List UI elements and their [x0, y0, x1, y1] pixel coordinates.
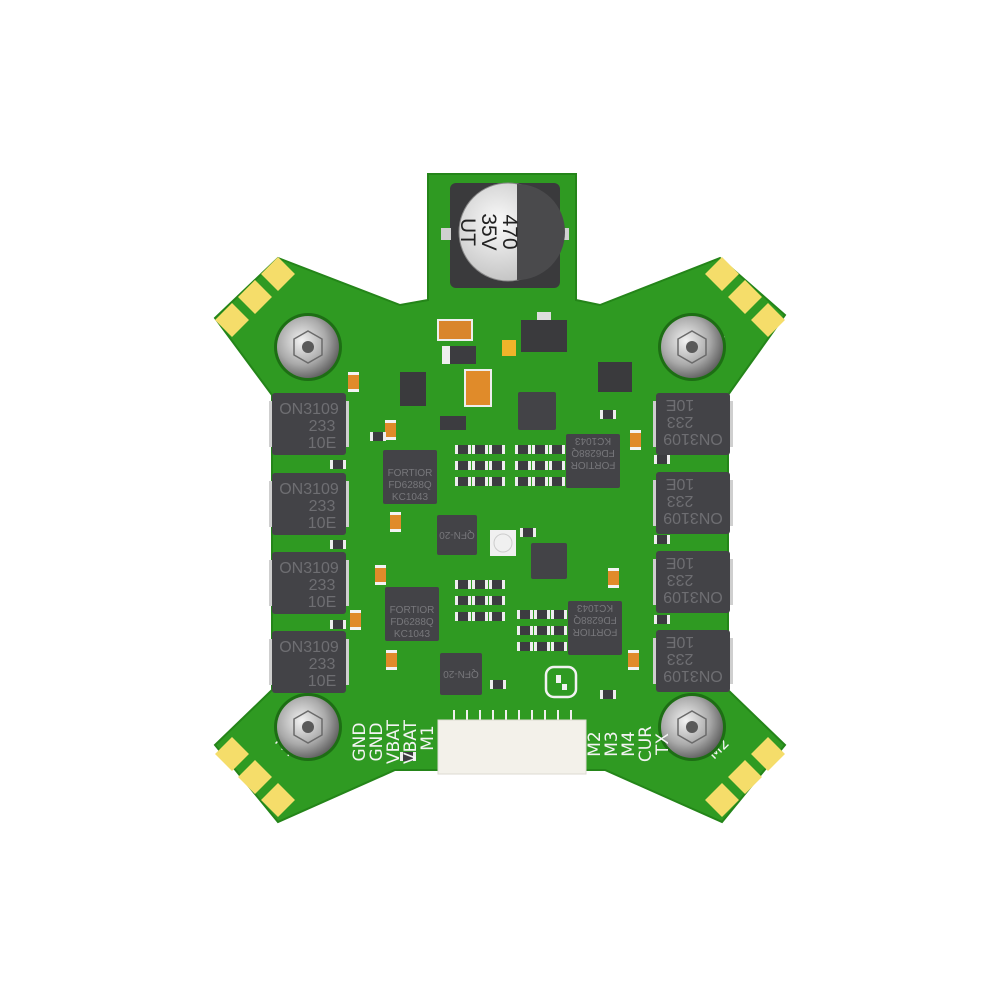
- svg-text:10E: 10E: [666, 396, 694, 413]
- svg-text:FD6288Q: FD6288Q: [573, 614, 617, 625]
- capacitor-series: UT: [456, 218, 479, 246]
- svg-text:10E: 10E: [666, 554, 694, 571]
- svg-text:TX: TX: [653, 733, 673, 756]
- svg-text:233: 233: [667, 650, 694, 667]
- svg-text:M2: M2: [585, 731, 605, 756]
- svg-text:FD6288Q: FD6288Q: [571, 447, 615, 458]
- gate-driver-4: FORTIOR FD6288Q KC1043: [568, 601, 622, 655]
- gate-driver-2: FORTIOR FD6288Q KC1043: [385, 587, 439, 641]
- svg-text:10E: 10E: [308, 594, 336, 611]
- motor-pads-m1: [705, 257, 785, 337]
- mosfet-right-1: ON3109 233 10E: [653, 393, 733, 455]
- svg-text:GND: GND: [350, 723, 370, 762]
- motor-pads-m3: [215, 257, 295, 337]
- connector-labels-right: M2 M3 M4 CUR TX: [585, 726, 673, 762]
- mosfet-left-1: ON3109 233 10E: [269, 393, 349, 455]
- svg-text:ON3109: ON3109: [663, 430, 723, 447]
- svg-text:ON3109: ON3109: [663, 667, 723, 684]
- svg-text:233: 233: [667, 413, 694, 430]
- mounting-screw: [658, 693, 726, 761]
- connector-labels-left: GND GND VBAT VBAT M1: [350, 719, 438, 764]
- mounting-screw: [658, 313, 726, 381]
- svg-text:QFN-20: QFN-20: [443, 668, 479, 679]
- gate-driver-1: FORTIOR FD6288Q KC1043: [383, 450, 437, 504]
- svg-text:M1: M1: [418, 725, 438, 750]
- svg-text:233: 233: [667, 571, 694, 588]
- svg-text:CUR: CUR: [636, 726, 656, 762]
- svg-text:M3: M3: [602, 731, 622, 756]
- svg-text:KC1043: KC1043: [574, 435, 611, 446]
- svg-text:10E: 10E: [666, 633, 694, 650]
- capacitor-voltage: 35V: [477, 213, 500, 250]
- brand-logo: [544, 665, 578, 699]
- qfn-chip-1: QFN-20: [437, 515, 477, 555]
- mounting-screw: [274, 313, 342, 381]
- svg-text:FD6288Q: FD6288Q: [390, 617, 434, 628]
- capacitor-value: 470: [498, 214, 521, 249]
- svg-text:ON3109: ON3109: [279, 481, 339, 498]
- svg-text:VBAT: VBAT: [401, 719, 421, 764]
- svg-text:GND: GND: [367, 723, 387, 762]
- pcb-board: [213, 173, 787, 824]
- svg-text:ON3109: ON3109: [279, 401, 339, 418]
- smd-components: [330, 312, 670, 761]
- svg-text:FORTIOR: FORTIOR: [571, 459, 616, 470]
- svg-text:FD6288Q: FD6288Q: [388, 480, 432, 491]
- electrolytic-capacitor: 470 35V UT: [441, 182, 569, 288]
- svg-text:KC1043: KC1043: [576, 602, 613, 613]
- mosfet-left-4: ON3109 233 10E: [269, 631, 349, 693]
- mounting-screw: [274, 693, 342, 761]
- svg-text:KC1043: KC1043: [392, 492, 429, 503]
- svg-text:ON3109: ON3109: [663, 588, 723, 605]
- svg-text:M4: M4: [619, 731, 639, 756]
- svg-text:ON3109: ON3109: [663, 509, 723, 526]
- motor-pads-m2: [705, 737, 785, 817]
- svg-text:FORTIOR: FORTIOR: [573, 626, 618, 637]
- svg-text:VBAT: VBAT: [384, 719, 404, 764]
- svg-text:KC1043: KC1043: [394, 629, 431, 640]
- svg-text:FORTIOR: FORTIOR: [388, 468, 433, 479]
- svg-text:233: 233: [309, 498, 336, 515]
- mosfet-left-2: ON3109 233 10E: [269, 473, 349, 535]
- mosfet-right-3: ON3109 233 10E: [653, 551, 733, 613]
- qfn-chip-2: QFN-20: [440, 653, 482, 695]
- svg-text:10E: 10E: [666, 475, 694, 492]
- svg-text:10E: 10E: [308, 435, 336, 452]
- svg-text:233: 233: [667, 492, 694, 509]
- svg-text:ON3109: ON3109: [279, 560, 339, 577]
- mosfet-left-3: ON3109 233 10E: [269, 552, 349, 614]
- mosfet-right-2: ON3109 233 10E: [653, 472, 733, 534]
- svg-text:233: 233: [309, 577, 336, 594]
- svg-text:QFN-20: QFN-20: [439, 529, 475, 540]
- svg-text:10E: 10E: [308, 673, 336, 690]
- mosfet-right-4: ON3109 233 10E: [653, 630, 733, 692]
- motor-pads-m4: [215, 737, 295, 817]
- svg-text:233: 233: [309, 418, 336, 435]
- gate-driver-3: FORTIOR FD6288Q KC1043: [566, 434, 620, 488]
- svg-text:233: 233: [309, 656, 336, 673]
- svg-text:FORTIOR: FORTIOR: [390, 605, 435, 616]
- jst-connector: [437, 710, 587, 775]
- svg-text:ON3109: ON3109: [279, 639, 339, 656]
- svg-text:10E: 10E: [308, 515, 336, 532]
